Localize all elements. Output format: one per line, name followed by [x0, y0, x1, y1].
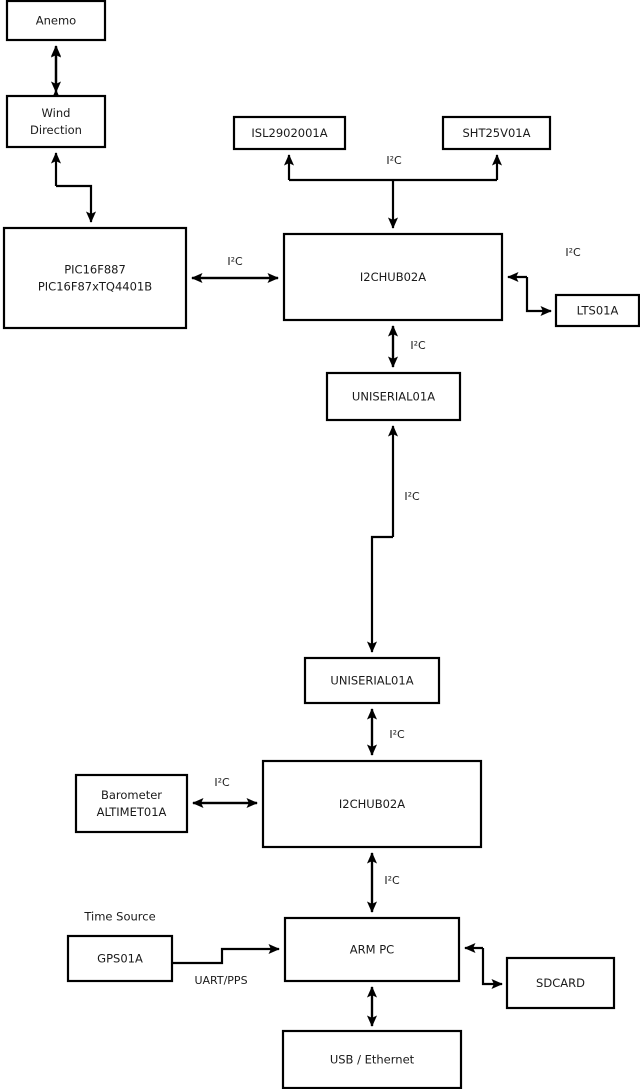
edge-label-uniser-uniser: I²C — [404, 490, 420, 503]
edge-label-uniser-hub-bottom: I²C — [389, 728, 405, 741]
node-uniserial01a-bottom-label: UNISERIAL01A — [330, 673, 413, 687]
node-usb-ethernet-label: USB / Ethernet — [330, 1052, 415, 1066]
node-sht25v01a[interactable]: SHT25V01A — [441, 115, 552, 151]
node-i2chub02a-top-box[interactable] — [282, 232, 504, 322]
node-uniserial01a-bottom-box[interactable] — [303, 656, 441, 705]
connector-gps-arm — [172, 943, 280, 965]
node-uniserial01a-bottom[interactable]: UNISERIAL01A — [303, 656, 441, 705]
node-lts01a-label: LTS01A — [577, 303, 619, 317]
node-lts01a[interactable]: LTS01A — [554, 293, 640, 328]
node-gps01a-box[interactable] — [66, 934, 174, 983]
free-label-time-source: Time Source — [83, 910, 155, 924]
node-sdcard-box[interactable] — [505, 956, 616, 1010]
edge-label-pic-hub: I²C — [227, 255, 243, 268]
node-isl2902001a-label: ISL2902001A — [251, 126, 327, 140]
node-uniserial01a-top-label: UNISERIAL01A — [352, 389, 435, 403]
node-sdcard[interactable]: SDCARD — [505, 956, 616, 1010]
node-lts01a-box[interactable] — [554, 293, 640, 328]
connector-hub-lts-jog — [525, 277, 552, 317]
node-anemo-box[interactable] — [5, 0, 107, 42]
edge-label-hub-arm: I²C — [384, 874, 400, 887]
node-i2chub02a-top-label: I2CHUB02A — [360, 270, 426, 284]
node-usb-ethernet-box[interactable] — [281, 1029, 463, 1089]
node-wind-direction-box[interactable] — [5, 94, 107, 149]
node-sht25v01a-box[interactable] — [441, 115, 552, 151]
connector-arm-sdcard-jog — [481, 948, 503, 990]
node-uniserial01a-top-box[interactable] — [325, 371, 462, 422]
node-pic-mcu-box[interactable] — [2, 226, 188, 330]
node-anemo-label: Anemo — [36, 13, 76, 27]
edge-label-hub-lts: I²C — [565, 246, 581, 259]
node-sht25v01a-label: SHT25V01A — [463, 126, 531, 140]
node-anemo[interactable]: Anemo — [5, 0, 107, 42]
node-arm-pc-label: ARM PC — [350, 942, 394, 956]
node-i2chub02a-bottom[interactable]: I2CHUB02A — [261, 759, 483, 849]
node-isl2902001a[interactable]: ISL2902001A — [232, 115, 347, 151]
connector-uniser-uniser-down — [366, 535, 393, 653]
node-gps01a[interactable]: GPS01A — [66, 934, 174, 983]
node-uniserial01a-top[interactable]: UNISERIAL01A — [325, 371, 462, 422]
node-i2chub02a-bottom-label: I2CHUB02A — [339, 797, 405, 811]
node-i2chub02a-top[interactable]: I2CHUB02A — [282, 232, 504, 322]
node-usb-ethernet[interactable]: USB / Ethernet — [281, 1029, 463, 1089]
node-sdcard-label: SDCARD — [536, 976, 585, 990]
node-barometer-box[interactable] — [74, 773, 189, 834]
node-arm-pc[interactable]: ARM PC — [283, 916, 461, 983]
connector-pic-wind-jog — [56, 184, 97, 223]
edge-label-hub-uniser: I²C — [410, 339, 426, 352]
edge-label-barometer-hub: I²C — [214, 776, 230, 789]
edge-label-hub-sensors: I²C — [386, 154, 402, 167]
node-isl2902001a-box[interactable] — [232, 115, 347, 151]
node-arm-pc-box[interactable] — [283, 916, 461, 983]
edge-label-gps-arm: UART/PPS — [194, 974, 247, 987]
node-i2chub02a-bottom-box[interactable] — [261, 759, 483, 849]
node-gps01a-label: GPS01A — [97, 951, 143, 965]
